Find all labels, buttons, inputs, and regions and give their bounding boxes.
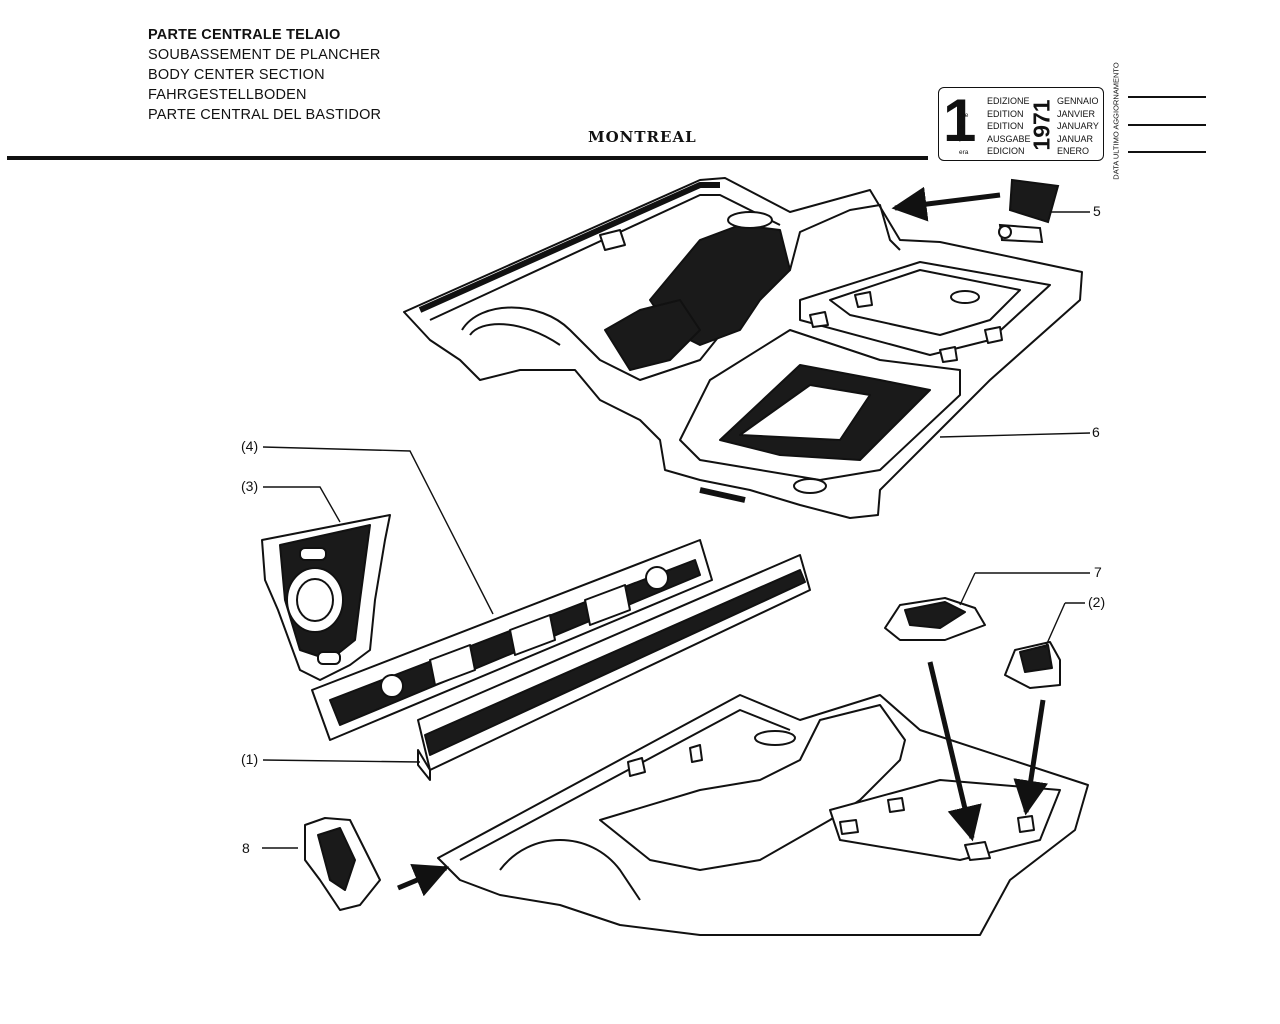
- floor-pan-lower: [437, 694, 1089, 936]
- title-block: PARTE CENTRALE TELAIO SOUBASSEMENT DE PL…: [148, 25, 381, 125]
- month-es: ENERO: [1057, 146, 1090, 156]
- bracket-part-5: [998, 178, 1060, 244]
- edition-number: 1: [943, 87, 977, 154]
- callout-2: (2): [1088, 594, 1106, 610]
- model-logo: MONTREAL: [588, 128, 697, 146]
- bracket-part-2: [1004, 641, 1061, 689]
- update-line-3: [1128, 151, 1206, 153]
- month-en: JANUARY: [1057, 121, 1099, 131]
- title-german: FAHRGESTELLBODEN: [148, 87, 307, 103]
- update-line-2: [1128, 124, 1206, 126]
- panel-part-3: [261, 514, 391, 681]
- callout-4: (4): [241, 438, 259, 454]
- edition-label-en: EDITION: [987, 121, 1024, 131]
- month-fr: JANVIER: [1057, 108, 1096, 119]
- edition-box: 1 a ere st . era EDIZIONE EDITION EDITIO…: [938, 87, 1104, 161]
- suffix-de: .: [959, 136, 961, 144]
- edition-labels: EDIZIONE EDITION EDITION AUSGABE EDICION: [987, 95, 1031, 158]
- header-rule: [7, 156, 928, 160]
- callout-1: (1): [241, 751, 259, 767]
- edition-label-it: EDIZIONE: [987, 96, 1030, 106]
- edition-label-fr: EDITION: [987, 108, 1024, 119]
- floor-pan-upper: [403, 177, 1083, 519]
- edition-label-de: AUSGABE: [987, 133, 1031, 144]
- suffix-fr: ere: [959, 111, 969, 119]
- title-french: SOUBASSEMENT DE PLANCHER: [148, 47, 381, 63]
- callout-8: 8: [242, 840, 250, 856]
- sill-part-4: [311, 539, 713, 741]
- rail-part-1: [417, 554, 811, 781]
- month-de: JANUAR: [1057, 133, 1094, 144]
- suffix-en: st: [959, 124, 965, 131]
- leader-lines: [262, 211, 1091, 849]
- bracket-part-7: [884, 597, 986, 641]
- edition-months: GENNAIO JANVIER JANUARY JANUAR ENERO: [1057, 95, 1099, 158]
- edition-suffixes: a ere st . era: [959, 97, 968, 160]
- assembly-arrows: [397, 186, 1049, 897]
- callout-5: 5: [1093, 203, 1101, 219]
- suffix-it: a: [959, 99, 963, 106]
- edition-label-es: EDICION: [987, 146, 1025, 156]
- bracket-part-8: [304, 817, 381, 911]
- suffix-es: era: [959, 149, 969, 156]
- update-line-1: [1128, 96, 1206, 98]
- month-it: GENNAIO: [1057, 96, 1099, 106]
- title-english: BODY CENTER SECTION: [148, 67, 325, 83]
- title-italian: PARTE CENTRALE TELAIO: [148, 27, 341, 43]
- callout-7: 7: [1094, 564, 1102, 580]
- title-spanish: PARTE CENTRAL DEL BASTIDOR: [148, 107, 382, 123]
- callout-3: (3): [241, 478, 259, 494]
- callout-6: 6: [1092, 424, 1100, 440]
